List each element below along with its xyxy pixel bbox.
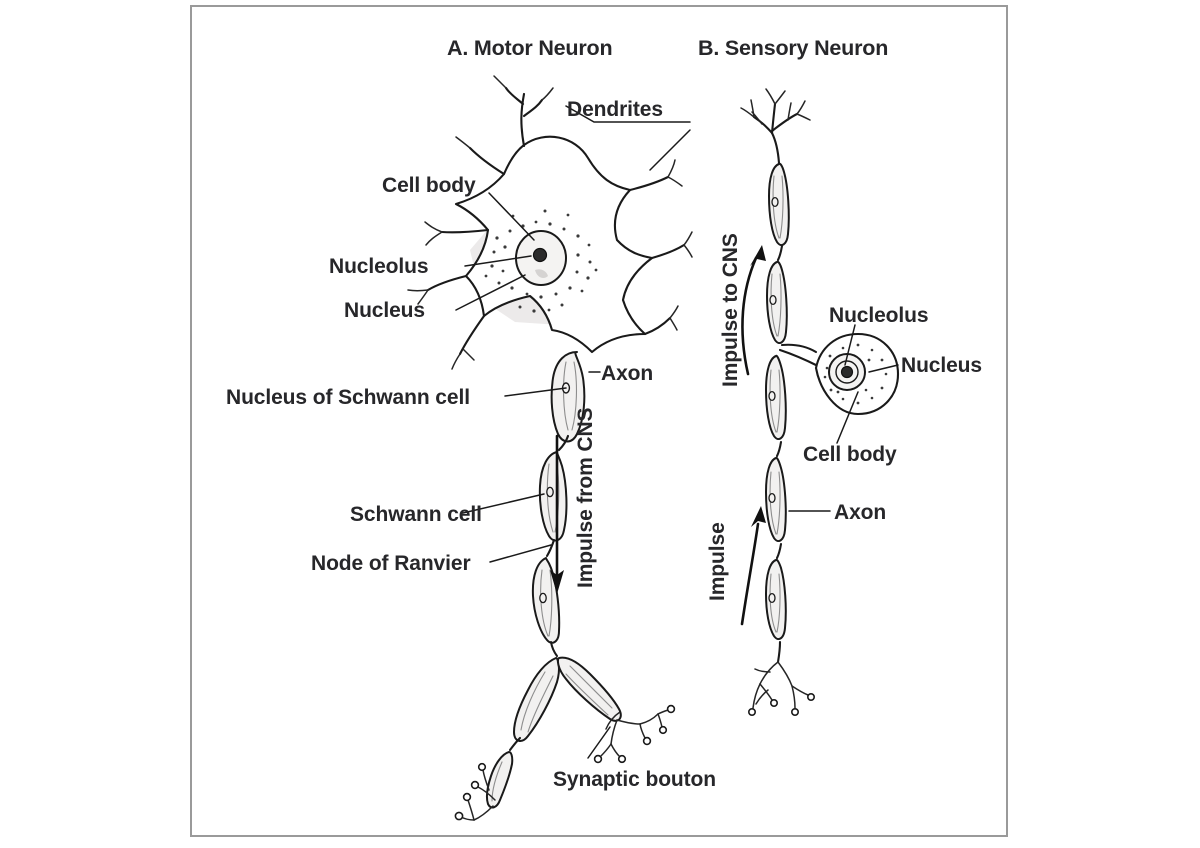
schwann-cell-nucleus-3 bbox=[539, 592, 547, 604]
myelin-segment-branch-b1 bbox=[556, 656, 622, 722]
motor-axon-label: Axon bbox=[601, 362, 653, 385]
sensory-axon-upper bbox=[766, 162, 790, 345]
sensory-nucleus-label: Nucleus bbox=[901, 354, 982, 377]
sensory-myelin-1 bbox=[768, 162, 790, 247]
sensory-impulse-arrow bbox=[740, 506, 766, 626]
motor-impulse-arrow bbox=[550, 434, 564, 594]
motor-neuron-drawing: Impulse from CNS Dendrites Cell body Nuc… bbox=[226, 75, 716, 821]
sensory-nucleolus bbox=[840, 365, 854, 379]
synaptic-bouton bbox=[593, 754, 603, 764]
sensory-soma-stalk-2 bbox=[780, 343, 818, 354]
motor-nucleolus-label: Nucleolus bbox=[329, 255, 428, 278]
synaptic-bouton bbox=[617, 754, 627, 764]
sensory-terminal-bouton bbox=[747, 707, 756, 716]
motor-axon bbox=[454, 351, 676, 821]
sensory-terminal-bouton bbox=[769, 698, 778, 707]
sensory-soma-stipple bbox=[823, 343, 888, 405]
motor-dendrites-label: Dendrites bbox=[567, 98, 663, 121]
motor-neuron-title: A. Motor Neuron bbox=[447, 36, 612, 60]
motor-nucleus-label: Nucleus bbox=[344, 299, 425, 322]
sensory-impulse-to-cns-arrow bbox=[741, 245, 766, 376]
sensory-neuron-drawing: Impulse to CNS Impulse Nucleolus Nucleus… bbox=[706, 88, 982, 716]
sensory-dendrites bbox=[740, 88, 811, 165]
synaptic-bouton bbox=[462, 792, 472, 802]
synaptic-bouton-label: Synaptic bouton bbox=[553, 768, 716, 791]
sensory-cell-body-label: Cell body bbox=[803, 443, 897, 466]
motor-nucleolus bbox=[532, 247, 548, 263]
sensory-leader-lines bbox=[788, 324, 899, 512]
motor-dendrites bbox=[407, 75, 693, 370]
schwann-cell-nucleus-2 bbox=[546, 486, 554, 498]
synaptic-bouton bbox=[470, 780, 480, 790]
nucleus-of-schwann-cell-label: Nucleus of Schwann cell bbox=[226, 386, 470, 409]
sensory-nucleolus-label: Nucleolus bbox=[829, 304, 928, 327]
myelin-segment-2 bbox=[538, 451, 568, 542]
motor-nucleus-shading bbox=[535, 269, 548, 278]
myelin-segment-branch-a2 bbox=[486, 751, 514, 809]
sensory-axon-label: Axon bbox=[834, 501, 886, 524]
sensory-impulse-to-cns-label: Impulse to CNS bbox=[719, 233, 742, 387]
synaptic-bouton bbox=[658, 725, 668, 735]
synaptic-bouton bbox=[642, 736, 652, 746]
sensory-terminal-bouton bbox=[806, 692, 815, 701]
sensory-axon-lower bbox=[747, 354, 815, 716]
motor-impulse-label: Impulse from CNS bbox=[574, 407, 597, 588]
sensory-soma-stalk bbox=[778, 348, 820, 368]
synaptic-bouton bbox=[454, 811, 464, 821]
motor-cell-body-label: Cell body bbox=[382, 174, 476, 197]
motor-leader-lines bbox=[455, 105, 691, 759]
motor-soma-stipple bbox=[484, 209, 598, 313]
schwann-cell-label: Schwann cell bbox=[350, 503, 482, 526]
node-of-ranvier-label: Node of Ranvier bbox=[311, 552, 471, 575]
synaptic-bouton bbox=[477, 762, 487, 772]
sensory-terminal-bouton bbox=[790, 707, 799, 716]
sensory-neuron-title: B. Sensory Neuron bbox=[698, 36, 888, 60]
sensory-impulse-label: Impulse bbox=[706, 522, 729, 601]
synaptic-bouton bbox=[666, 704, 676, 714]
sensory-myelin-2 bbox=[766, 260, 788, 345]
